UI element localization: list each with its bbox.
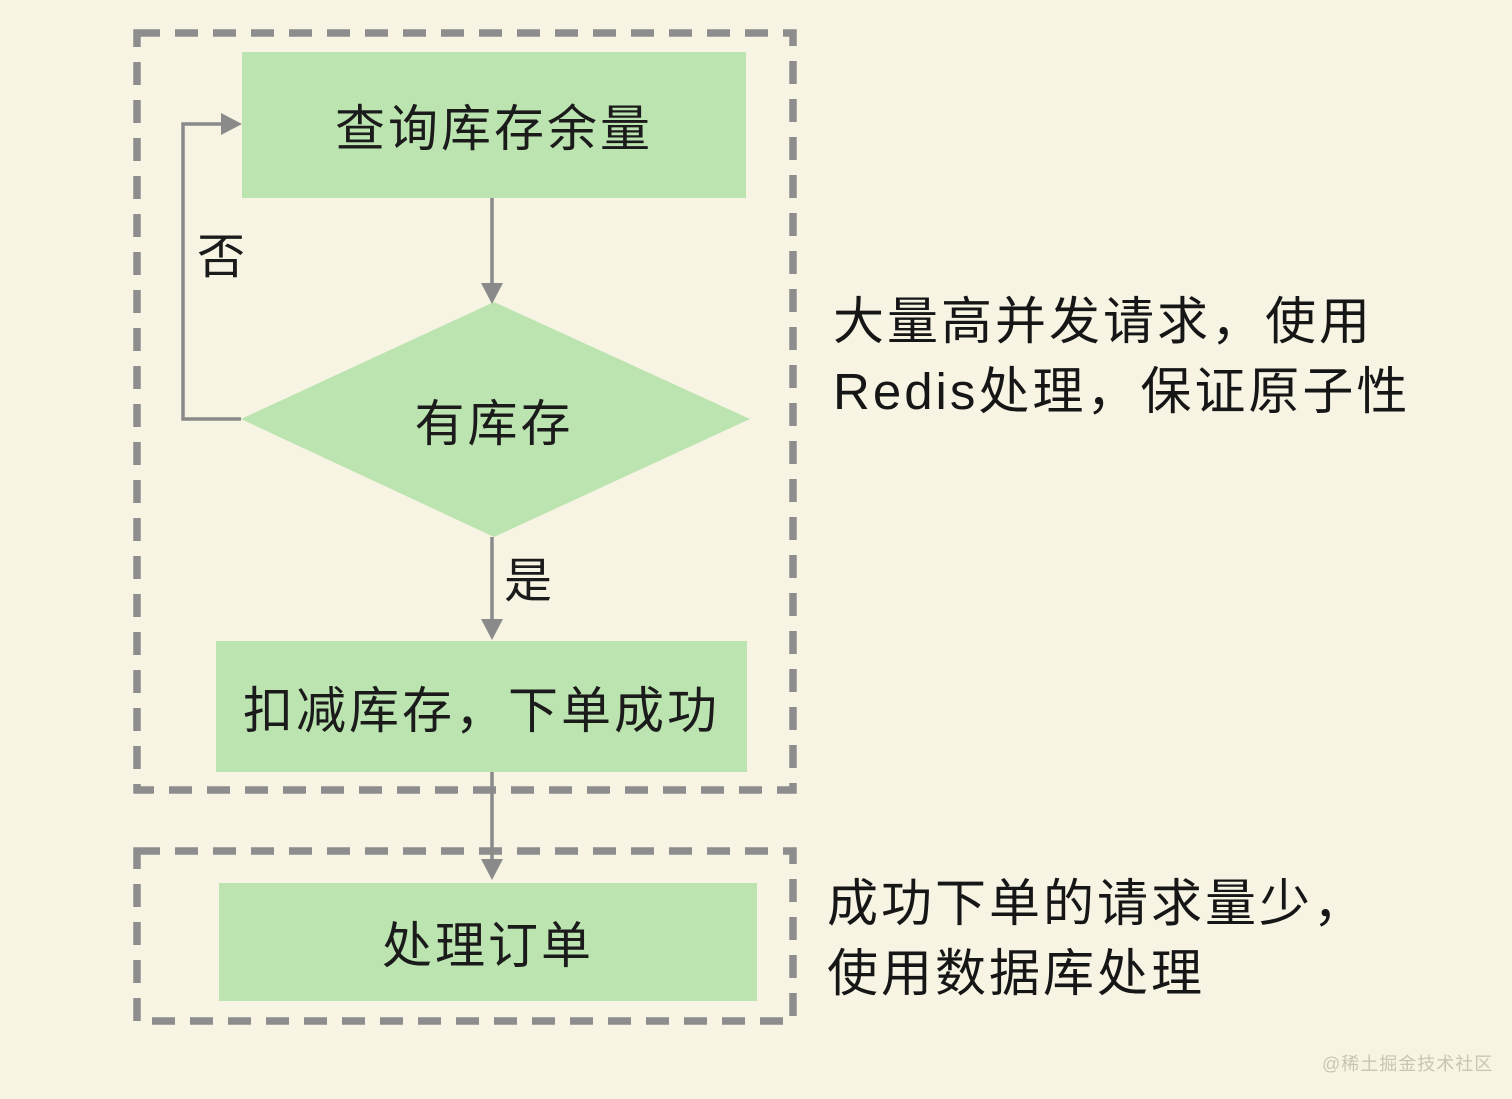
redis-phase-dashed-border [133,29,797,794]
arrow-yes-to-deduct-head [481,619,503,640]
annotation-database: 成功下单的请求量少， 使用数据库处理 [827,869,1367,1009]
annotation-redis: 大量高并发请求，使用 Redis处理，保证原子性 [833,287,1410,427]
annotation-database-line1: 成功下单的请求量少， [827,875,1368,932]
annotation-database-line2: 使用数据库处理 [827,945,1206,1002]
arrow-no-loopback-line [181,122,241,421]
annotation-redis-line1: 大量高并发请求，使用 [833,293,1374,350]
annotation-redis-line2: Redis处理，保证原子性 [833,363,1411,420]
decision-diamond-shape [241,302,750,537]
watermark: @稀土掘金技术社区 [1322,1054,1494,1074]
node-deduct-stock-order-success: 扣减库存，下单成功 [216,641,747,772]
node-has-stock-decision: 有库存 [414,395,574,452]
node-query-stock: 查询库存余量 [242,52,746,198]
arrow-query-to-decision-head [481,283,503,304]
edge-label-yes: 是 [504,555,553,608]
arrow-deduct-to-process-head [481,859,503,880]
edge-label-no: 否 [197,231,246,284]
node-process-order: 处理订单 [219,883,757,1001]
database-phase-dashed-border [133,847,797,1025]
arrow-no-loopback-head [221,113,242,135]
